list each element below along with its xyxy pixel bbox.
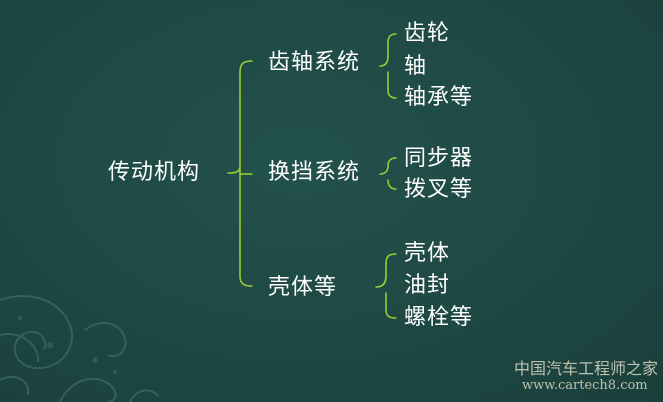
branch-label-housing: 壳体等 — [268, 275, 338, 300]
leaf-label-shift-fork: 拨叉等 — [404, 177, 474, 202]
leaf-label-housing: 壳体 — [404, 241, 451, 266]
leaf-label-bolt: 螺栓等 — [404, 305, 474, 330]
branch-label-shift-system: 换挡系统 — [268, 160, 361, 185]
housing-bracket — [375, 253, 397, 319]
watermark-site-name: 中国汽车工程师之家 — [514, 359, 659, 378]
root-node-label: 传动机构 — [108, 160, 201, 185]
gear-shaft-bracket — [379, 33, 397, 99]
branch-label-gear-shaft-system: 齿轴系统 — [268, 50, 361, 75]
leaf-label-shaft: 轴 — [404, 54, 428, 79]
leaf-label-synchronizer: 同步器 — [404, 146, 474, 171]
leaf-label-gear: 齿轮 — [404, 21, 451, 46]
root-bracket — [227, 60, 253, 287]
leaf-label-bearing: 轴承等 — [404, 85, 474, 110]
shift-system-bracket — [379, 157, 397, 190]
leaf-label-oil-seal: 油封 — [404, 273, 451, 298]
watermark-url: www.cartech8.com — [522, 378, 648, 393]
